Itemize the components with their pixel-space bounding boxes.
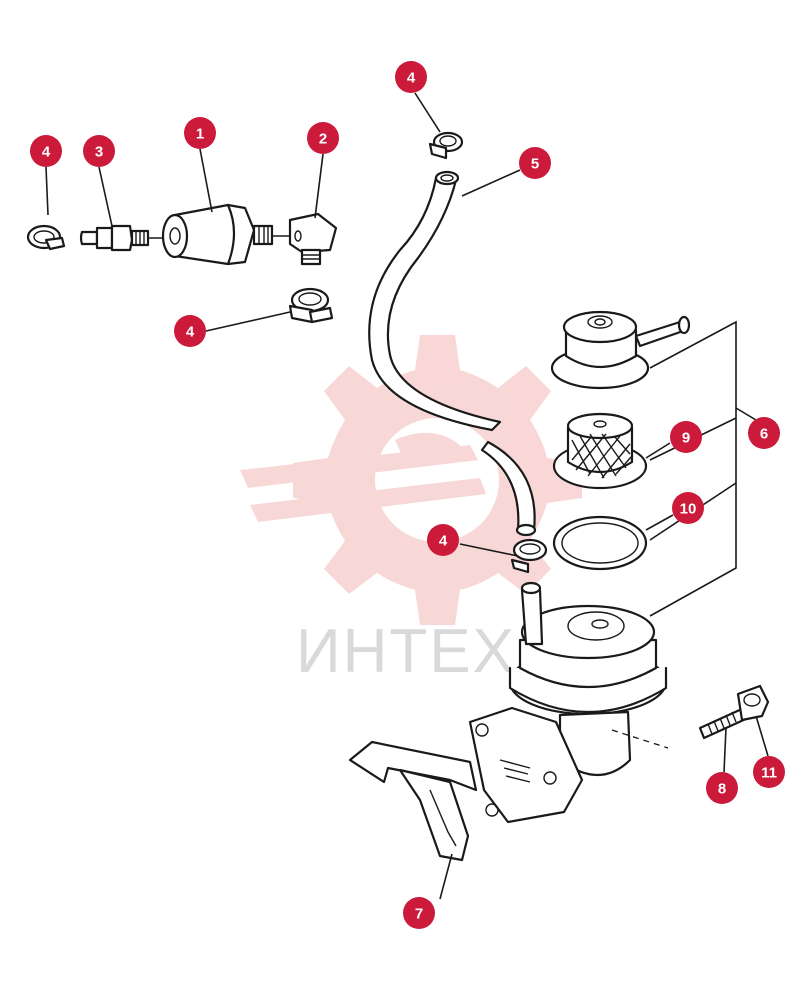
callout-label: 4 <box>439 533 448 550</box>
hose-clamp-left <box>26 224 66 251</box>
callout-label: 3 <box>95 144 103 161</box>
bracket-lines <box>649 320 757 617</box>
callout-label: 9 <box>682 430 690 447</box>
callout-10: 10 <box>672 492 704 524</box>
callout-8: 8 <box>706 772 738 804</box>
callout-6: 6 <box>748 417 780 449</box>
callout-5: 5 <box>519 147 551 179</box>
callout-label: 11 <box>761 765 777 782</box>
callout-7: 7 <box>403 897 435 929</box>
inline-fuel-filter <box>161 203 274 266</box>
callout-label: 1 <box>196 126 204 143</box>
cover-gasket <box>552 515 648 571</box>
callout-label: 4 <box>42 144 51 161</box>
callout-label: 4 <box>407 70 416 87</box>
callout-4: 4 <box>174 315 206 347</box>
bolt-washer <box>736 684 770 722</box>
hose-clamp-top <box>428 131 464 160</box>
callout-11: 11 <box>753 756 785 788</box>
bolt-axis-line <box>611 729 669 749</box>
callout-label: 7 <box>415 906 423 923</box>
callout-label: 10 <box>680 501 697 518</box>
callout-label: 5 <box>531 156 539 173</box>
watermark-logo <box>240 335 582 625</box>
callout-label: 6 <box>760 426 768 443</box>
callout-3: 3 <box>83 135 115 167</box>
pump-cover <box>550 310 691 390</box>
callout-2: 2 <box>307 122 339 154</box>
watermark-text: ИНТЕХ <box>296 617 516 686</box>
elbow-fitting <box>288 212 338 266</box>
callout-4: 4 <box>30 135 62 167</box>
callout-9: 9 <box>670 421 702 453</box>
callout-label: 8 <box>718 781 726 798</box>
callout-label: 2 <box>319 131 327 148</box>
fuel-pump-body <box>348 581 668 862</box>
leader-lines <box>45 92 769 900</box>
hose-clamp-lower <box>510 538 548 574</box>
union-fitting <box>79 224 150 252</box>
hose-clamp-middle <box>288 287 334 324</box>
callout-4: 4 <box>427 524 459 556</box>
callout-label: 4 <box>186 324 195 341</box>
fuel-hose <box>368 170 537 537</box>
callout-4: 4 <box>395 61 427 93</box>
fuel-strainer-screen <box>552 412 648 490</box>
callout-1: 1 <box>184 117 216 149</box>
